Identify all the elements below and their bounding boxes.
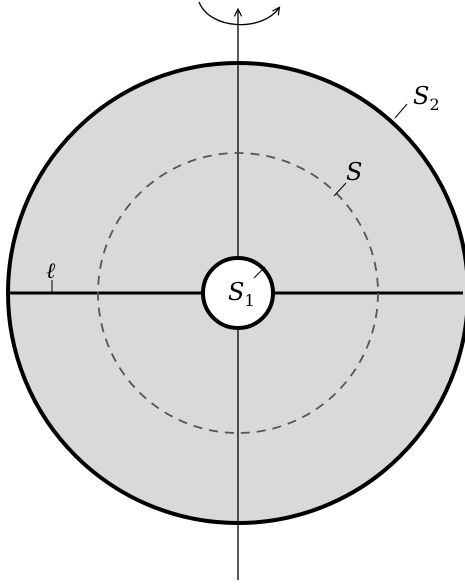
segment-label: ℓ — [46, 259, 56, 284]
middle-sphere-label: S — [346, 158, 362, 186]
middle-sphere — [97, 152, 379, 434]
inner-sphere-leader — [253, 266, 266, 279]
inner-sphere-label: S1 — [228, 278, 255, 310]
inner-sphere — [201, 256, 275, 330]
rotation-arrow-icon — [198, 1, 279, 26]
outer-sphere-leader — [394, 103, 408, 119]
middle-sphere-leader — [333, 182, 347, 197]
outer-sphere-label: S2 — [413, 82, 440, 114]
